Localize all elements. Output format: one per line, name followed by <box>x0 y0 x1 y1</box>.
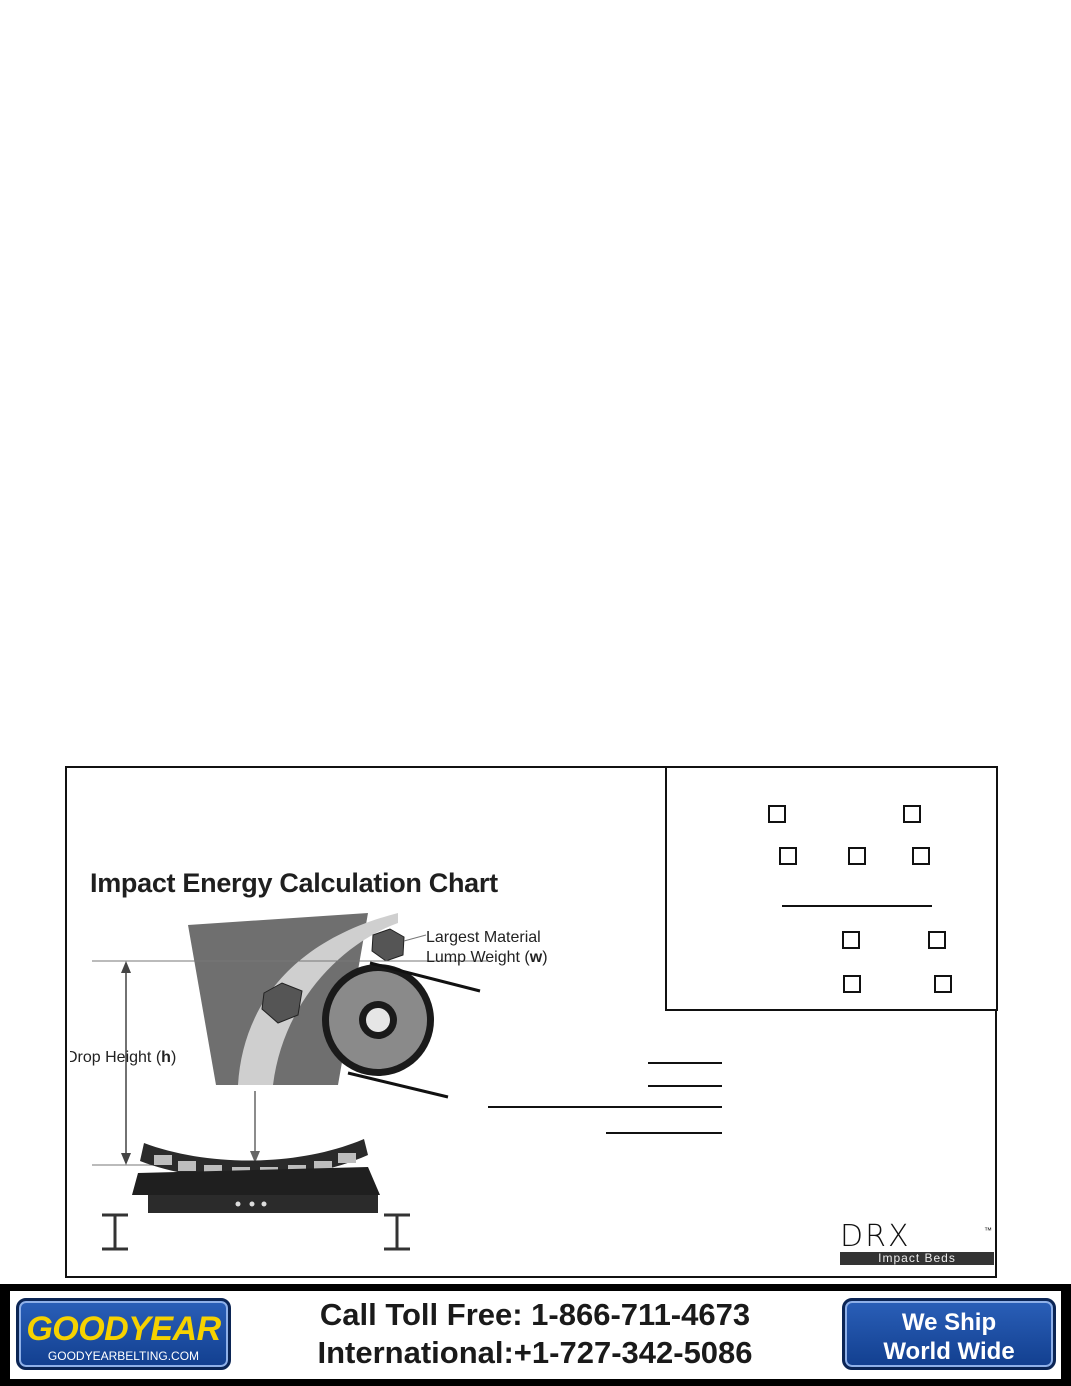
checkbox-7[interactable] <box>928 931 946 949</box>
checkbox-9[interactable] <box>934 975 952 993</box>
arrow-head-up <box>121 961 131 973</box>
left-ibeam <box>102 1213 128 1251</box>
form-box <box>665 766 998 1011</box>
form-underline[interactable] <box>782 905 932 907</box>
phone-block: Call Toll Free: 1-866-711-4673 Internati… <box>230 1296 840 1372</box>
lump-weight-label: Largest Material Lump Weight (w) <box>426 929 548 966</box>
belt-lower <box>347 1071 449 1099</box>
right-ibeam <box>384 1213 410 1251</box>
ship-line-1: We Ship <box>901 1309 997 1336</box>
ship-line-2: World Wide <box>883 1338 1015 1365</box>
goodyear-wordmark: GOODYEAR <box>26 1310 221 1348</box>
answer-line-1[interactable] <box>648 1062 722 1064</box>
diagram-frame <box>65 766 997 1278</box>
arrow-head-down <box>121 1153 131 1165</box>
trademark: ™ <box>984 1226 992 1235</box>
drx-logo: DRX ™ Impact Beds <box>840 1222 996 1266</box>
answer-line-2[interactable] <box>648 1085 722 1087</box>
goodyear-badge[interactable]: GOODYEAR GOODYEARBELTING.COM <box>16 1298 231 1370</box>
checkbox-6[interactable] <box>842 931 860 949</box>
drop-height-label: Drop Height (h) <box>70 1049 177 1066</box>
checkbox-4[interactable] <box>848 847 866 865</box>
goodyear-url: GOODYEARBELTING.COM <box>47 1349 200 1363</box>
belt-upper <box>369 961 481 993</box>
checkbox-8[interactable] <box>843 975 861 993</box>
drx-tagline: Impact Beds <box>840 1252 994 1265</box>
impact-bed-frame <box>132 1167 380 1195</box>
ship-worldwide-badge[interactable]: We Ship World Wide <box>842 1298 1056 1370</box>
checkbox-3[interactable] <box>779 847 797 865</box>
international-number[interactable]: International:+1-727-342-5086 <box>317 1335 753 1370</box>
answer-line-3[interactable] <box>488 1106 722 1108</box>
material-stream <box>238 913 398 1085</box>
checkbox-5[interactable] <box>912 847 930 865</box>
toll-free-number[interactable]: Call Toll Free: 1-866-711-4673 <box>319 1297 751 1332</box>
chart-title: Impact Energy Calculation Chart <box>90 868 498 898</box>
answer-line-4[interactable] <box>606 1132 722 1134</box>
lump-leader <box>403 934 427 942</box>
impact-illustration <box>92 913 488 1251</box>
lump-mid <box>261 982 303 1024</box>
checkbox-2[interactable] <box>903 805 921 823</box>
fall-arrow-head <box>250 1151 260 1163</box>
lump-top <box>371 928 405 962</box>
checkbox-1[interactable] <box>768 805 786 823</box>
pulley-bore <box>366 1008 390 1032</box>
drx-logo-text: DRX <box>840 1219 911 1254</box>
